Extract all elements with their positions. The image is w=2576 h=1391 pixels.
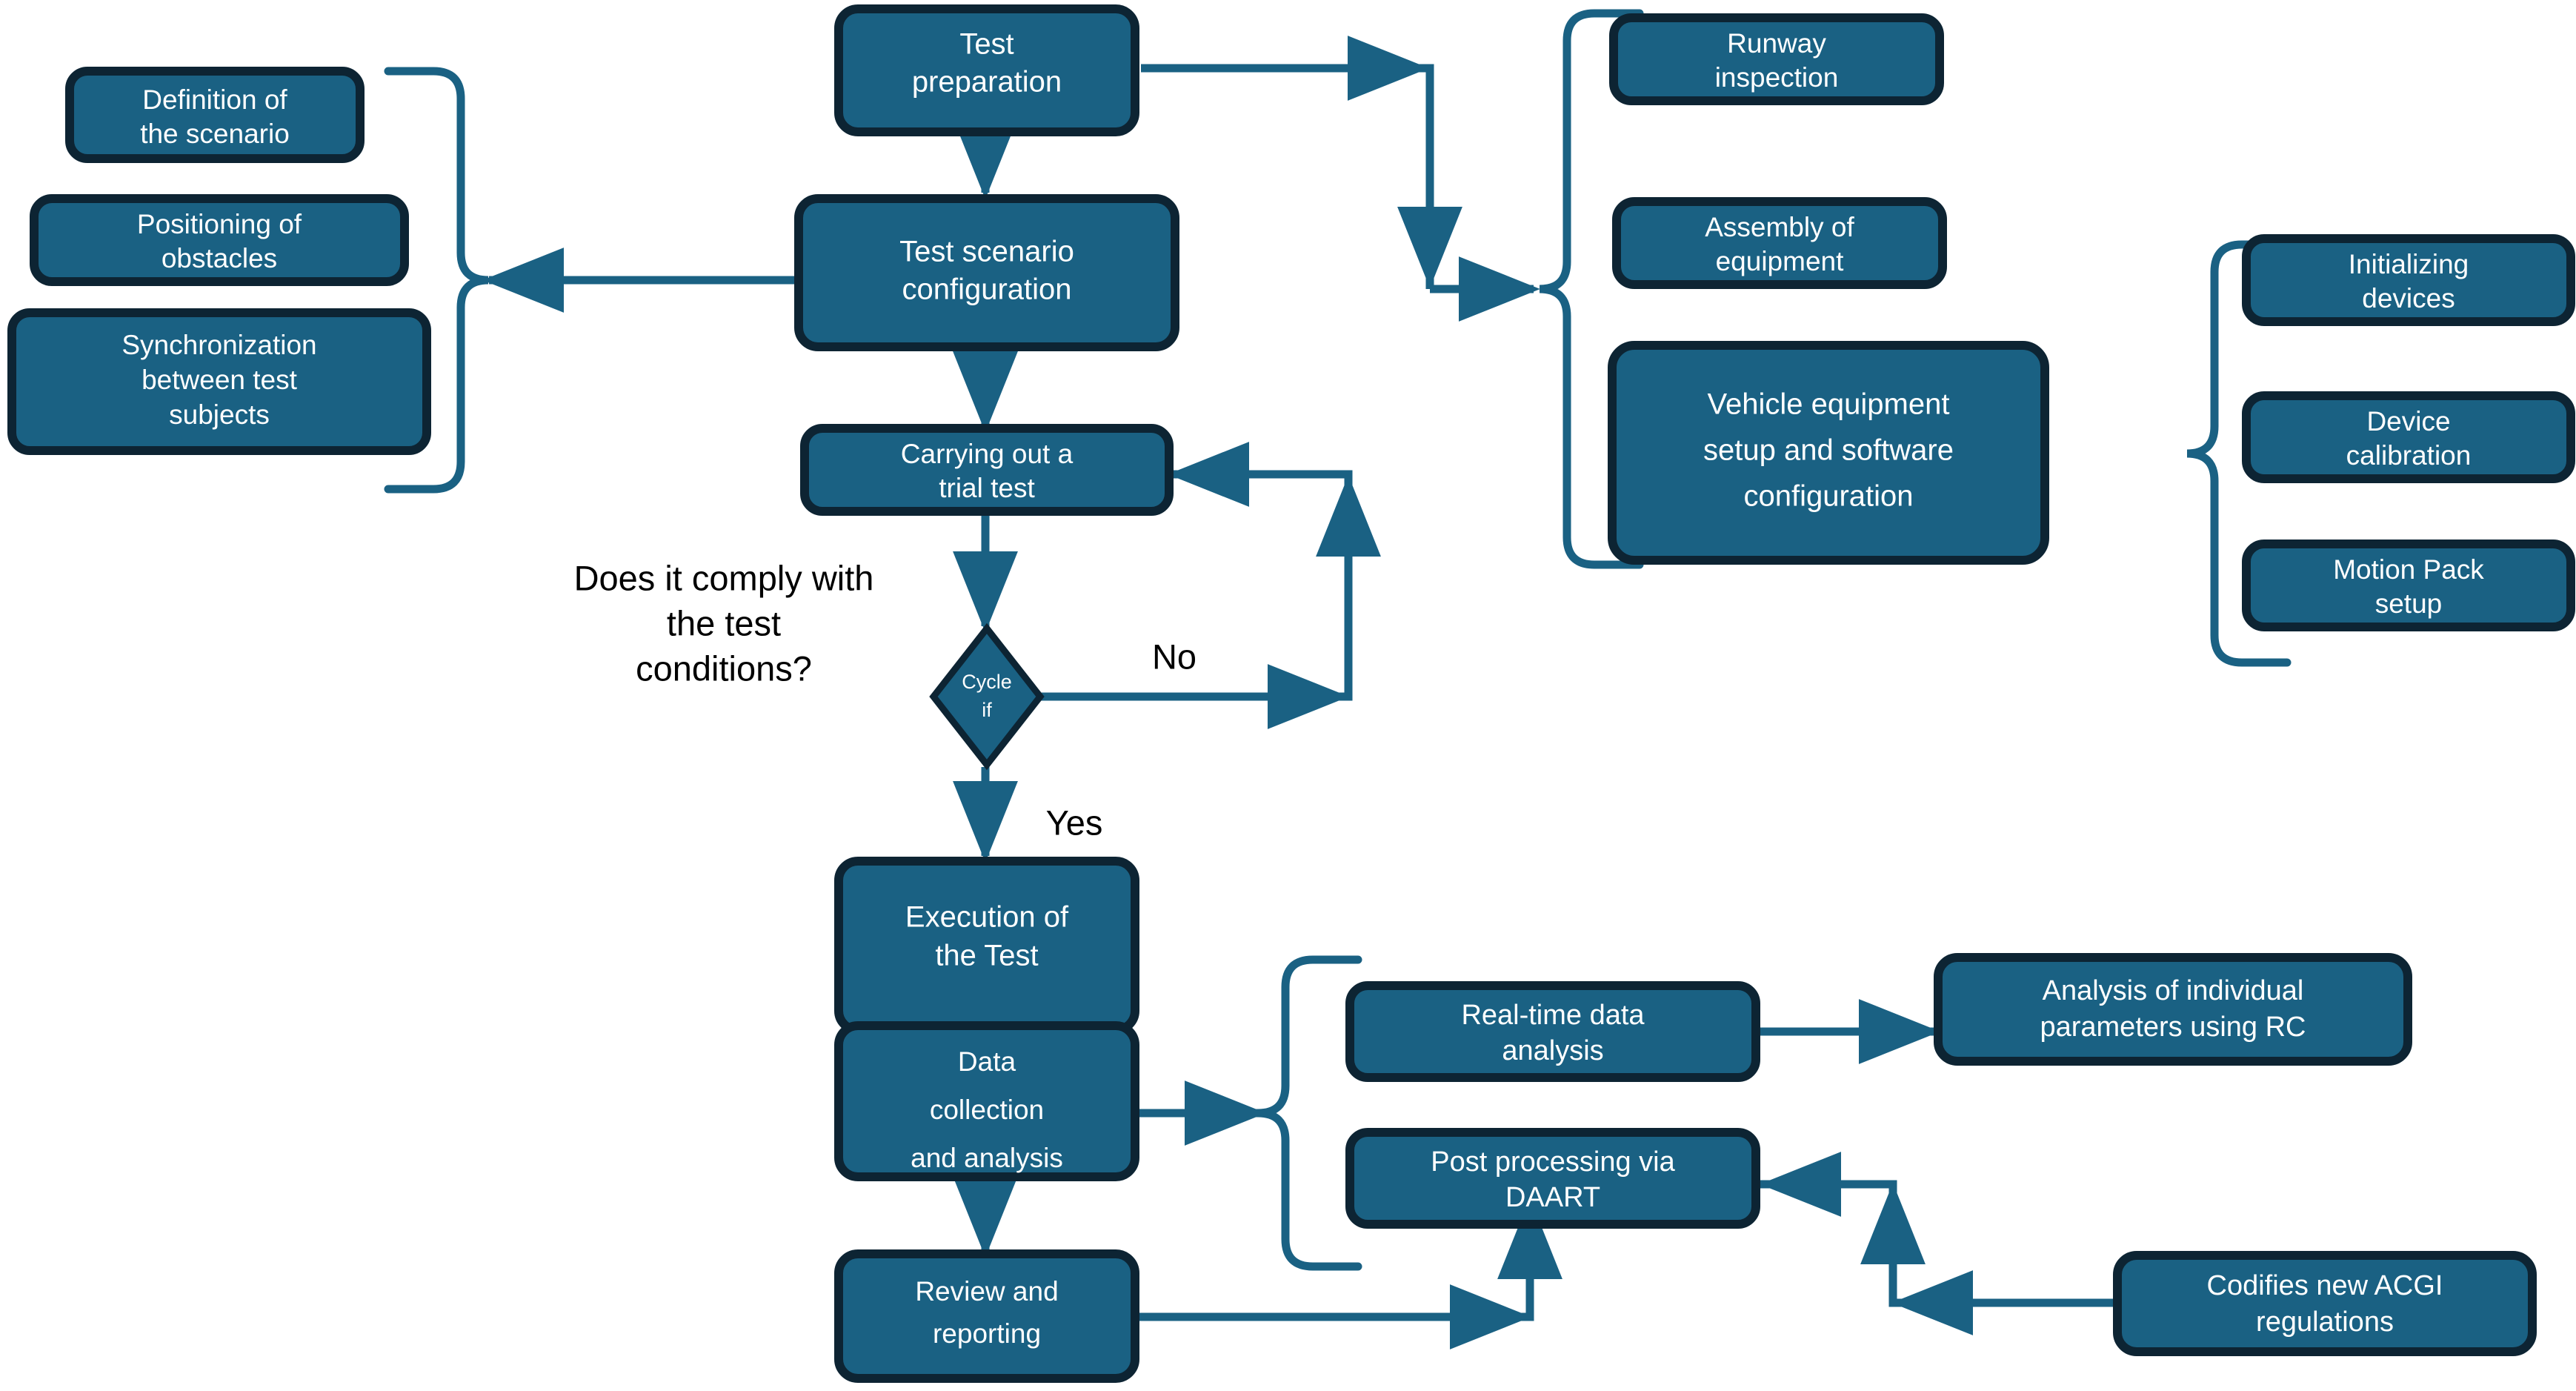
node-label-line: regulations [2256,1307,2394,1338]
node-label-line: analysis [1502,1035,1603,1066]
node-label-line: Data [958,1046,1016,1077]
node-initializing-devices[interactable]: Initializing devices [2242,234,2575,326]
node-label-line: devices [2362,283,2454,313]
node-real-time-data-analysis[interactable]: Real-time data analysis [1345,981,1760,1082]
node-label-line: reporting [933,1318,1041,1349]
node-label-line: the Test [935,940,1038,972]
node-test-scenario-configuration[interactable]: Test scenario configuration [794,194,1179,351]
node-synchronization-between-test-subjects[interactable]: Synchronization between test subjects [7,308,431,455]
node-label-line: Device [2366,406,2450,436]
node-assembly-of-equipment[interactable]: Assembly of equipment [1612,197,1947,289]
node-label-line: Motion Pack [2333,554,2484,585]
node-label-line: Initializing [2349,249,2469,279]
node-label-line: and analysis [911,1143,1063,1173]
node-label-line: setup [2375,588,2443,619]
annotation-decision-question: Does it comply with the test conditions? [574,558,874,688]
node-execution-of-test[interactable]: Execution of the Test [834,857,1139,1035]
node-positioning-of-obstacles[interactable]: Positioning of obstacles [30,194,409,286]
edge-acgi-to-daart-path [1760,1180,2115,1307]
node-label-line: equipment [1716,246,1845,276]
decision-question-line: the test [667,603,781,643]
node-label-line: configuration [902,273,1071,306]
node-label-line: Runway [1727,28,1826,59]
node-label-line: preparation [912,66,1062,99]
edge-testprep-to-setup-vertical [1141,64,1434,289]
node-label-line: parameters using RC [2040,1012,2306,1043]
brace-analysis-group [1257,955,1362,1271]
node-label-line: setup and software [1703,434,1954,467]
node-label-line: Carrying out a [901,439,1074,469]
decision-question-line: Does it comply with [574,558,874,597]
node-label-line: inspection [1715,62,1839,93]
node-post-processing-daart[interactable]: Post processing via DAART [1345,1128,1760,1229]
node-carrying-out-trial-test[interactable]: Carrying out a trial test [800,424,1174,516]
node-codifies-acgi-regulations[interactable]: Codifies new ACGI regulations [2113,1251,2537,1356]
decision-question-line: conditions? [636,648,812,688]
node-label-line: Synchronization [122,330,316,360]
node-test-preparation[interactable]: Test preparation [834,4,1139,136]
edge-label-yes: Yes [1046,803,1103,842]
node-label-line: obstacles [162,243,277,273]
node-label-line: Positioning of [137,209,302,239]
node-data-collection-and-analysis[interactable]: Data collection and analysis [834,1021,1139,1181]
node-analysis-individual-parameters[interactable]: Analysis of individual parameters using … [1934,953,2412,1066]
node-label-line: Test scenario [899,236,1074,268]
node-device-calibration[interactable]: Device calibration [2242,391,2575,483]
node-review-and-reporting[interactable]: Review and reporting [834,1249,1139,1383]
node-runway-inspection[interactable]: Runway inspection [1609,13,1944,105]
node-label-line: Test [959,28,1014,61]
node-label-line: Assembly of [1705,212,1854,242]
node-label-line: collection [930,1095,1044,1125]
node-vehicle-equipment-setup[interactable]: Vehicle equipment setup and software con… [1608,341,2049,565]
node-label-line: Codifies new ACGI [2207,1270,2443,1301]
node-motion-pack-setup[interactable]: Motion Pack setup [2242,540,2575,631]
node-definition-of-scenario[interactable]: Definition of the scenario [65,67,365,163]
node-label-line: DAART [1505,1182,1600,1213]
decision-label-line: Cycle [962,671,1012,693]
node-label-line: trial test [939,473,1035,503]
node-label-line: the scenario [140,119,290,149]
node-label-line: Analysis of individual [2043,975,2304,1006]
node-label-line: configuration [1743,480,1913,513]
node-label-line: Review and [915,1276,1058,1307]
node-label-line: subjects [169,399,270,430]
node-decision-cycle-if[interactable]: Cycle if [929,623,1045,771]
node-label-line: calibration [2346,440,2472,471]
brace-layer [384,9,2292,1271]
node-label-line: Real-time data [1461,1000,1645,1031]
brace-preparation-group [1539,9,1644,569]
brace-device-group [2186,240,2292,667]
brace-left-group [384,67,489,494]
node-label-line: between test [142,365,298,395]
edge-label-no: No [1152,637,1197,676]
node-label-line: Execution of [905,901,1069,934]
node-label-line: Vehicle equipment [1708,388,1950,421]
node-label-line: Post processing via [1431,1146,1675,1178]
node-label-line: Definition of [142,84,287,115]
decision-label-line: if [982,699,992,721]
